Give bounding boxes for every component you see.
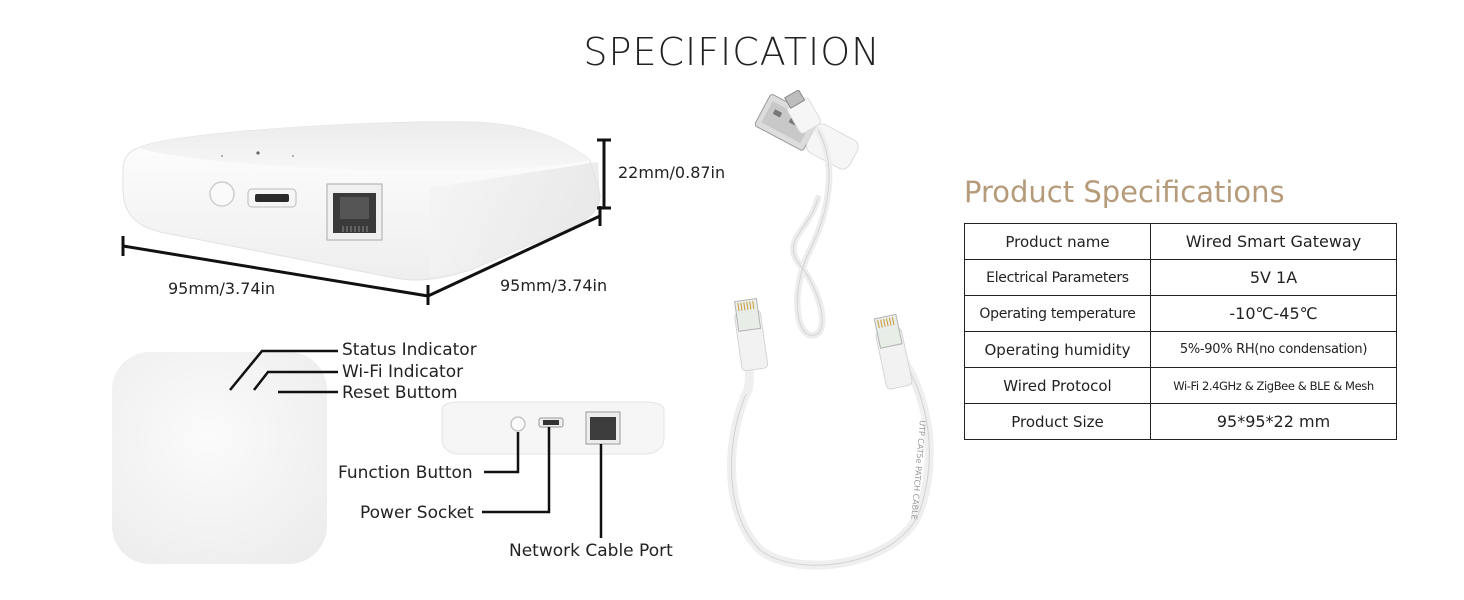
spec-value: 95*95*22 mm	[1150, 403, 1397, 440]
spec-value: Wired Smart Gateway	[1150, 223, 1397, 260]
table-row: Product name Wired Smart Gateway	[964, 223, 1397, 260]
spec-key: Operating humidity	[964, 331, 1151, 368]
spec-key: Wired Protocol	[964, 367, 1151, 404]
table-row: Electrical Parameters 5V 1A	[964, 259, 1397, 296]
table-row: Product Size 95*95*22 mm	[964, 403, 1397, 440]
height-dimension-label: 22mm/0.87in	[618, 163, 726, 182]
page-title: SPECIFICATION	[583, 30, 881, 74]
spec-value: 5V 1A	[1150, 259, 1397, 296]
spec-value: Wi-Fi 2.4GHz & ZigBee & BLE & Mesh	[1150, 367, 1397, 404]
gateway-device-image	[112, 121, 665, 564]
spec-value: -10℃-45℃	[1150, 295, 1397, 332]
spec-value: 5%-90% RH(no condensation)	[1150, 331, 1397, 368]
spec-key: Electrical Parameters	[964, 259, 1151, 296]
function-button-icon	[209, 181, 235, 207]
spec-heading: Product Specifications	[964, 175, 1285, 209]
cables-image: UTP CAT5e PATCH CABLE	[727, 90, 934, 570]
network-cable-port-label: Network Cable Port	[509, 541, 673, 561]
spec-table: Product name Wired Smart Gateway Electri…	[964, 223, 1397, 440]
ethernet-cable: UTP CAT5e PATCH CABLE	[727, 298, 934, 570]
spec-key: Product name	[964, 223, 1151, 260]
wifi-indicator-label: Wi-Fi Indicator	[342, 362, 464, 382]
status-indicator-label: Status Indicator	[342, 340, 477, 360]
width-dimension-label-right: 95mm/3.74in	[500, 276, 608, 295]
power-socket-label: Power Socket	[360, 503, 474, 523]
usb-cable	[754, 90, 859, 339]
function-button-label: Function Button	[338, 463, 473, 483]
device-top-view	[112, 352, 327, 564]
table-row: Wired Protocol Wi-Fi 2.4GHz & ZigBee & B…	[964, 367, 1397, 404]
spec-key: Operating temperature	[964, 295, 1151, 332]
table-row: Operating temperature -10℃-45℃	[964, 295, 1397, 332]
spec-key: Product Size	[964, 403, 1151, 440]
reset-button-label: Reset Buttom	[342, 383, 458, 403]
table-row: Operating humidity 5%-90% RH(no condensa…	[964, 331, 1397, 368]
width-dimension-label-left: 95mm/3.74in	[168, 279, 276, 298]
device-front-view	[441, 401, 665, 455]
